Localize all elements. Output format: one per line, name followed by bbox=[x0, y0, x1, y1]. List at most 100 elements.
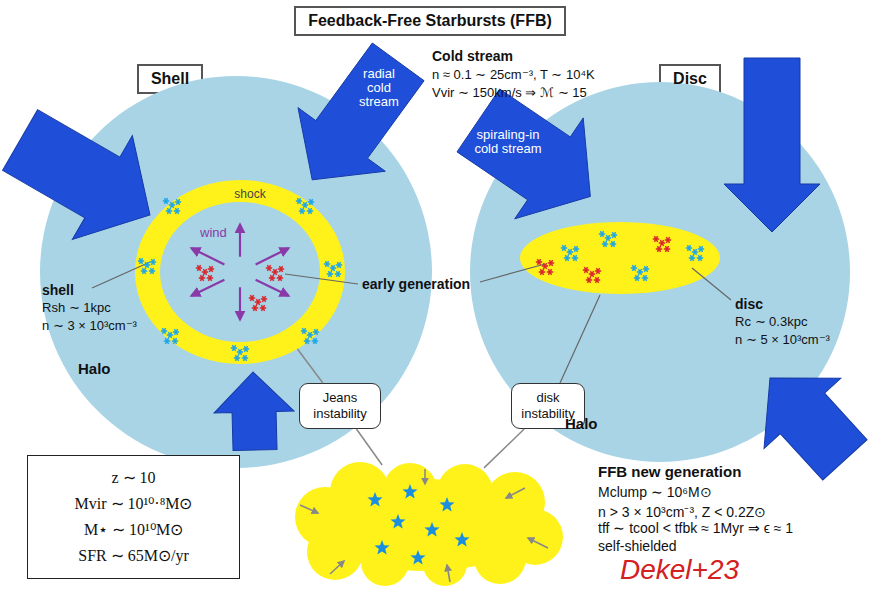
cold-stream-arrow bbox=[724, 58, 820, 232]
clump-label-slot: Mclump ∼ 10⁶M⊙ bbox=[598, 484, 712, 500]
star-symbol bbox=[199, 275, 205, 281]
gas-shell: shock wind bbox=[135, 180, 345, 364]
connector-line bbox=[356, 429, 382, 465]
star-symbol bbox=[237, 349, 243, 355]
wind-arrow bbox=[256, 280, 289, 296]
star-symbol bbox=[547, 269, 553, 275]
star-symbol bbox=[299, 208, 305, 214]
wind-label-slot: wind bbox=[200, 225, 227, 240]
annotation: n ≈ 0.1 ∼ 25cm⁻³, T ∼ 10⁴K bbox=[432, 67, 595, 82]
star-symbol bbox=[308, 199, 314, 205]
cold-stream-arrow bbox=[0, 88, 180, 267]
box-text: SFR ∼ 65M⊙/yr bbox=[34, 543, 233, 569]
star-symbol bbox=[196, 265, 202, 271]
clump-label: self-shielded bbox=[598, 538, 677, 554]
star-symbol bbox=[252, 305, 258, 311]
star-symbol bbox=[260, 305, 266, 311]
star-symbol bbox=[697, 255, 703, 261]
new-star bbox=[439, 497, 454, 512]
connector-line bbox=[297, 349, 322, 383]
star-symbol bbox=[336, 262, 342, 268]
clump-bump bbox=[361, 538, 409, 586]
shock-label-slot: shock bbox=[234, 187, 265, 201]
title-box: Feedback-Free Starbursts (FFB) bbox=[294, 6, 566, 36]
clump-label: n > 3 × 10³cm⁻³, Z < 0.2Z⊙ bbox=[598, 502, 766, 521]
star-symbol bbox=[307, 208, 313, 214]
star-symbol bbox=[602, 241, 608, 247]
star-symbol bbox=[539, 269, 545, 275]
annotation: n ∼ 3 × 10³cm⁻³ bbox=[42, 318, 137, 333]
star-symbol bbox=[595, 268, 601, 274]
cold-stream-arrow bbox=[213, 371, 295, 451]
leader-line bbox=[285, 274, 358, 284]
star-symbol bbox=[324, 261, 330, 267]
annotation-slot: early generation bbox=[362, 276, 470, 292]
star-symbol bbox=[330, 265, 336, 271]
wind-arrow bbox=[239, 224, 241, 256]
annotation-slot: shell bbox=[42, 282, 74, 298]
star-symbol bbox=[174, 208, 180, 214]
new-star bbox=[374, 540, 389, 555]
star-symbol bbox=[304, 338, 310, 344]
gas-disc bbox=[520, 222, 720, 294]
annotation-slot: n ≈ 0.1 ∼ 25cm⁻³, T ∼ 10⁴K bbox=[432, 67, 595, 82]
new-star bbox=[402, 484, 417, 499]
arrow-outline bbox=[298, 43, 424, 180]
shell-ring bbox=[135, 180, 345, 364]
clump-bump bbox=[330, 462, 390, 522]
arrow-label: radial cold stream bbox=[351, 67, 407, 109]
clump-bump bbox=[437, 464, 493, 520]
star-symbol bbox=[313, 329, 319, 335]
star-symbol bbox=[243, 346, 249, 352]
star-symbol bbox=[242, 355, 248, 361]
new-star bbox=[410, 550, 425, 565]
star-symbol bbox=[307, 332, 313, 338]
box-text: disk instability bbox=[516, 390, 580, 422]
new-star bbox=[367, 492, 382, 507]
star-symbol bbox=[255, 299, 261, 305]
clump-label-slot: self-shielded bbox=[598, 538, 677, 554]
annotation-slot: n ∼ 5 × 10³cm⁻³ bbox=[735, 332, 830, 347]
clump-label: Mclump ∼ 10⁶M⊙ bbox=[598, 484, 712, 500]
star-symbol bbox=[208, 266, 214, 272]
star-symbol bbox=[266, 265, 272, 271]
annotation: Rsh ∼ 1kpc bbox=[42, 300, 111, 315]
annotation: Vvir ∼ 150km/s ⇒ ℳ ∼ 15 bbox=[432, 85, 587, 100]
wind-arrow bbox=[239, 287, 241, 319]
star-symbol bbox=[202, 269, 208, 275]
leader-line bbox=[692, 268, 731, 300]
star-symbol bbox=[567, 249, 573, 255]
wind-label: wind bbox=[200, 225, 227, 240]
annotation-slot: Rc ∼ 0.3kpc bbox=[735, 314, 807, 329]
star-symbol bbox=[686, 245, 692, 251]
star-symbol bbox=[312, 338, 318, 344]
box-text: Mvir ∼ 10¹⁰·⁸M⊙ bbox=[34, 491, 233, 517]
star-symbol bbox=[175, 199, 181, 205]
parameter-box: z ∼ 10Mvir ∼ 10¹⁰·⁸M⊙M⋆ ∼ 10¹⁰M⊙SFR ∼ 65… bbox=[27, 455, 240, 579]
star-symbol bbox=[631, 265, 637, 271]
star-symbol bbox=[207, 275, 213, 281]
annotation-slot: disc bbox=[735, 296, 763, 312]
clump-bump bbox=[383, 463, 437, 517]
inflow-arrow bbox=[506, 488, 525, 498]
star-symbol bbox=[536, 259, 542, 265]
box-text: M⋆ ∼ 10¹⁰M⊙ bbox=[34, 517, 233, 543]
star-symbol bbox=[586, 277, 592, 283]
box-text: Jeans instability bbox=[304, 390, 376, 422]
star-symbol bbox=[296, 198, 302, 204]
star-symbol bbox=[548, 260, 554, 266]
star-symbol bbox=[656, 246, 662, 252]
annotation-slot: Vvir ∼ 150km/s ⇒ ℳ ∼ 15 bbox=[432, 85, 587, 100]
shock-label: shock bbox=[234, 187, 265, 201]
halo-label-slot: Halo bbox=[78, 360, 111, 377]
star-symbol bbox=[665, 237, 671, 243]
star-symbol bbox=[234, 355, 240, 361]
shell-outline bbox=[135, 180, 345, 364]
annotation-slot: n ∼ 3 × 10³cm⁻³ bbox=[42, 318, 137, 333]
star-symbol bbox=[272, 269, 278, 275]
star-symbol bbox=[277, 275, 283, 281]
leader-line bbox=[92, 262, 150, 288]
star-symbol bbox=[161, 328, 167, 334]
star-symbol bbox=[599, 231, 605, 237]
